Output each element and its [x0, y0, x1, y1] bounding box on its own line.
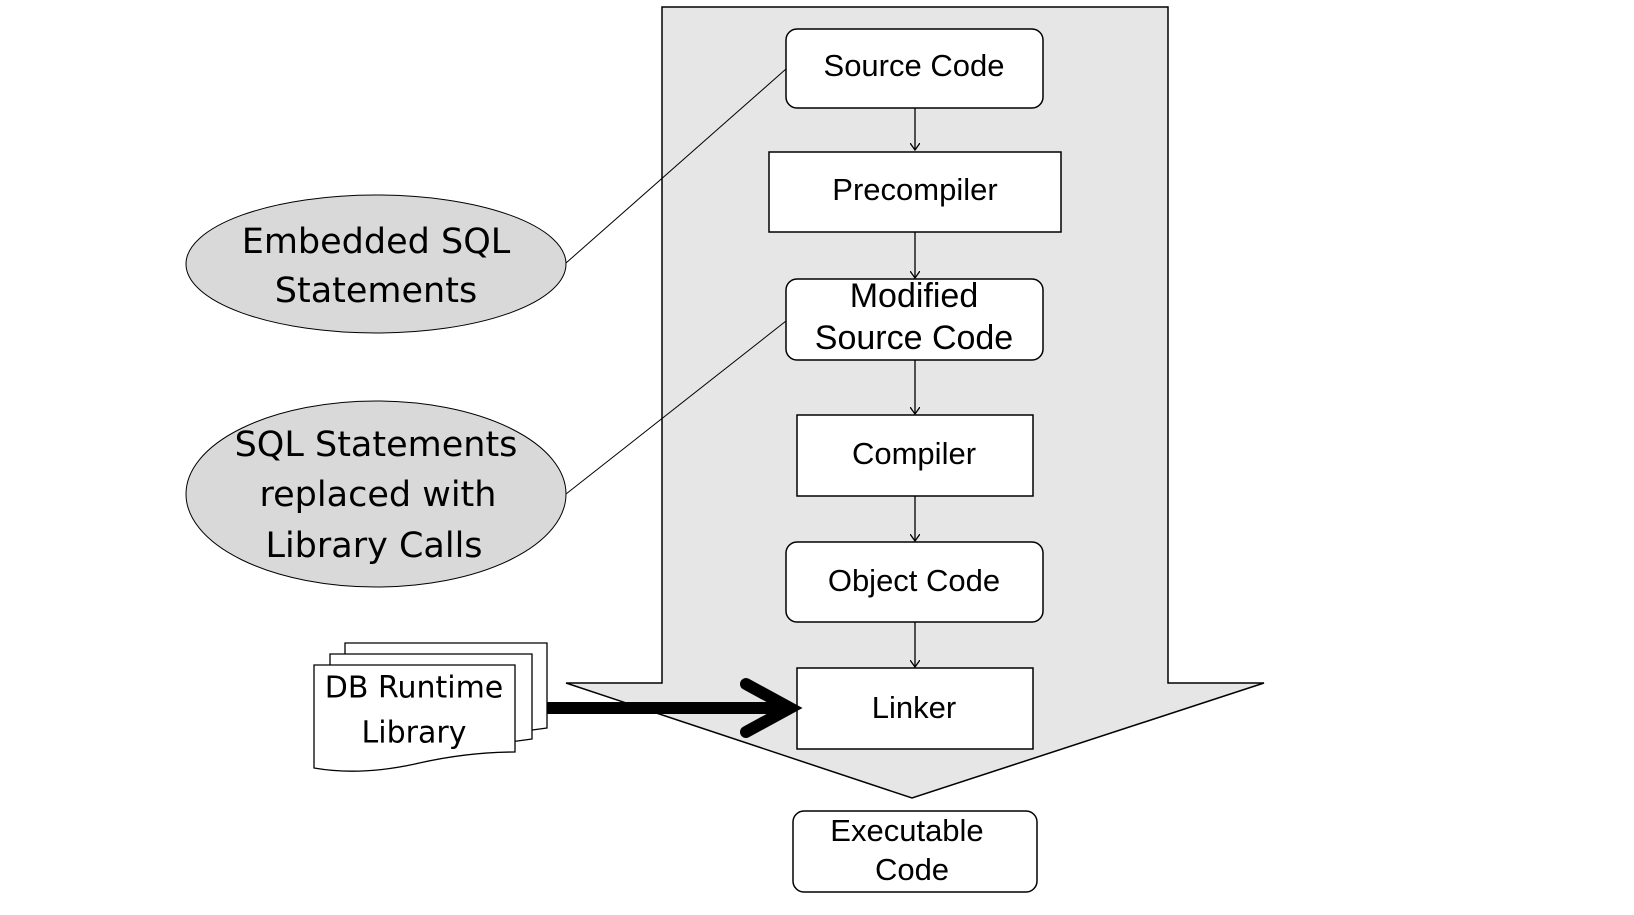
- replaced-sql-label-3: Library Calls: [265, 526, 482, 566]
- executable-code-label: Executable: [830, 813, 983, 848]
- library-to-linker-arrowhead: [740, 678, 803, 738]
- object-code-box: [785, 541, 1044, 623]
- embedded-sql-label: Embedded SQL: [242, 222, 511, 262]
- precompiler-label: Precompiler: [832, 172, 997, 207]
- object-code-label: Object Code: [828, 563, 1000, 598]
- linker-label: Linker: [872, 690, 956, 725]
- replaced-sql-label-2: replaced with: [260, 475, 497, 515]
- compiler-box: [796, 414, 1034, 497]
- modified-source-code-label-2: Source Code: [815, 319, 1013, 357]
- embedded-sql-callout: [185, 194, 567, 334]
- connector-embedded-sql: [565, 68, 787, 264]
- db-runtime-library-document: [313, 642, 548, 772]
- embedded-sql-label-2: Statements: [275, 271, 477, 311]
- executable-code-box: [792, 810, 1038, 893]
- source-code-box: [785, 28, 1044, 109]
- db-runtime-library-label-2: Library: [362, 716, 467, 751]
- modified-source-code-label: Modified: [850, 277, 979, 315]
- executable-code-label-2: Code: [875, 852, 949, 887]
- compiler-label: Compiler: [852, 436, 976, 471]
- modified-source-code-box: [785, 278, 1044, 361]
- replaced-sql-label: SQL Statements: [235, 425, 518, 465]
- connector-replaced-sql: [565, 320, 787, 495]
- db-runtime-library-label: DB Runtime: [325, 671, 504, 706]
- replaced-sql-callout: [185, 400, 567, 588]
- source-code-label: Source Code: [824, 48, 1005, 83]
- precompiler-box: [768, 151, 1062, 233]
